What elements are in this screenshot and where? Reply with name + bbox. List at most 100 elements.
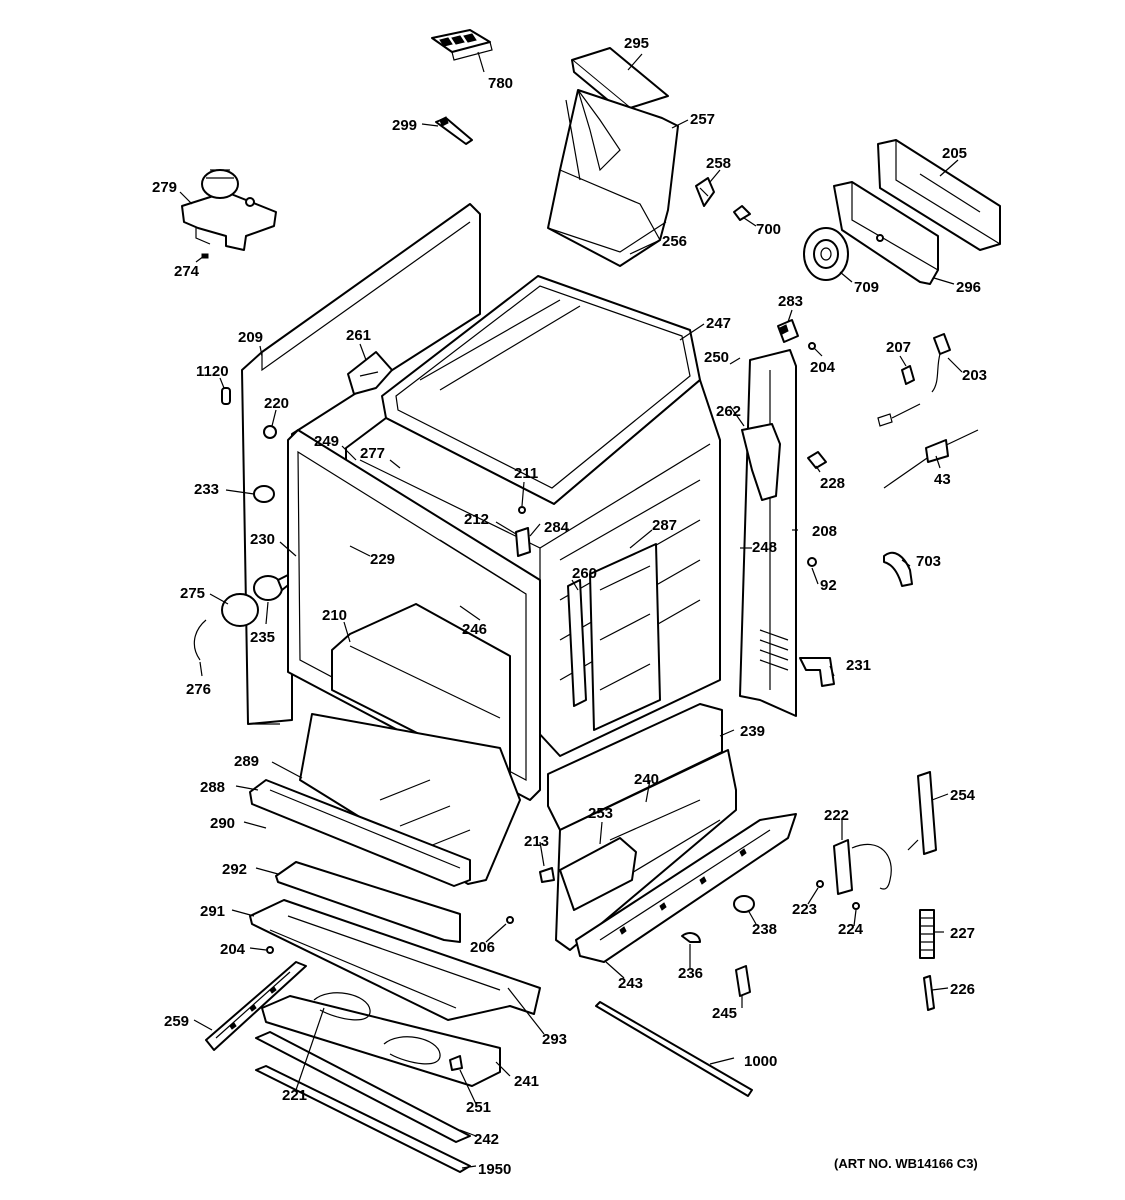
part-label-236: 236 — [678, 965, 703, 982]
part-238-grommet-drawing — [733, 895, 755, 913]
part-label-251: 251 — [466, 1099, 491, 1116]
part-label-213: 213 — [524, 833, 549, 850]
part-207-plug-drawing — [901, 365, 915, 385]
part-label-230: 230 — [250, 531, 275, 548]
part-231-bracket-drawing — [799, 657, 835, 687]
part-label-283: 283 — [778, 293, 803, 310]
part-label-292: 292 — [222, 861, 247, 878]
part-label-226: 226 — [950, 981, 975, 998]
part-43-probe-drawing — [883, 429, 979, 489]
art-number: (ART NO. WB14166 C3) — [834, 1156, 978, 1171]
part-205-shield-drawing — [877, 139, 1001, 251]
part-label-221: 221 — [282, 1087, 307, 1104]
part-label-235: 235 — [250, 629, 275, 646]
part-label-43: 43 — [934, 471, 951, 488]
part-label-211: 211 — [514, 465, 538, 482]
part-label-206: 206 — [470, 939, 495, 956]
part-label-92: 92 — [820, 577, 837, 594]
part-label-700: 700 — [756, 221, 781, 238]
part-label-256: 256 — [662, 233, 687, 250]
part-label-205: 205 — [942, 145, 967, 162]
part-label-224: 224 — [838, 921, 864, 938]
part-92-screw-drawing — [807, 557, 817, 567]
part-labels: 780 295 257 299 258 205 279 700 256 274 … — [152, 35, 987, 1178]
part-208-side-panel-drawing — [739, 349, 797, 717]
part-228-grommet-drawing — [807, 451, 827, 469]
part-291-293-drawer-drawing — [249, 899, 541, 1021]
part-label-296: 296 — [956, 279, 981, 296]
part-label-1950: 1950 — [478, 1161, 511, 1178]
part-label-277: 277 — [360, 445, 385, 462]
part-226-pin-drawing — [923, 975, 935, 1011]
part-296-shield-drawing — [833, 181, 939, 285]
part-220-drawing — [263, 425, 277, 439]
part-label-229: 229 — [370, 551, 395, 568]
part-label-275: 275 — [180, 585, 205, 602]
part-204-screw-drawing — [808, 342, 816, 350]
part-label-223: 223 — [792, 901, 817, 918]
part-label-276: 276 — [186, 681, 211, 698]
part-299-drawing — [435, 116, 473, 145]
part-label-260: 260 — [572, 565, 597, 582]
part-label-249: 249 — [314, 433, 339, 450]
part-221-bake-element-drawing — [313, 992, 441, 1065]
part-label-239: 239 — [740, 723, 765, 740]
part-245-orifice-drawing — [735, 965, 751, 997]
part-label-287: 287 — [652, 517, 677, 534]
part-label-240: 240 — [634, 771, 659, 788]
part-289-pan-drawing — [299, 713, 521, 885]
part-label-241: 241 — [514, 1073, 539, 1090]
part-label-227: 227 — [950, 925, 975, 942]
part-label-228: 228 — [820, 475, 845, 492]
part-253-bracket-drawing — [559, 837, 637, 911]
part-label-284: 284 — [544, 519, 570, 536]
part-label-291: 291 — [200, 903, 225, 920]
part-label-238: 238 — [752, 921, 777, 938]
part-label-222: 222 — [824, 807, 849, 824]
part-label-780: 780 — [488, 75, 513, 92]
part-label-242: 242 — [474, 1131, 499, 1148]
part-label-208: 208 — [812, 523, 837, 540]
part-label-254: 254 — [950, 787, 976, 804]
part-213-screw-drawing — [539, 867, 555, 883]
part-label-289: 289 — [234, 753, 259, 770]
part-279-valve-drawing — [181, 169, 277, 251]
part-292-panel-drawing — [275, 861, 461, 943]
part-254-bracket-drawing — [907, 771, 937, 855]
part-label-259: 259 — [164, 1013, 189, 1030]
leader-lines — [179, 51, 963, 1169]
part-224-screw-drawing — [852, 902, 860, 910]
part-235-bulb-drawing — [253, 573, 293, 601]
part-236-clip-drawing — [681, 932, 701, 943]
part-label-290: 290 — [210, 815, 235, 832]
part-206-screw-drawing — [506, 916, 514, 924]
part-275-lens-drawing — [221, 593, 259, 627]
part-223-screw-drawing — [816, 880, 824, 888]
part-700-clip-drawing — [733, 205, 751, 221]
part-240-panel-drawing — [555, 749, 737, 951]
part-227-spring-drawing — [919, 909, 935, 959]
part-259-rail-drawing — [205, 961, 307, 1051]
part-222-igniter-drawing — [833, 839, 892, 895]
part-label-261: 261 — [346, 327, 371, 344]
part-288-290-rail-drawing — [249, 779, 471, 887]
part-1950-trim-drawing — [255, 1065, 471, 1173]
part-label-293: 293 — [542, 1031, 567, 1048]
part-211-screw-drawing — [518, 506, 526, 514]
part-233-socket-drawing — [253, 485, 275, 503]
part-label-274: 274 — [174, 263, 200, 280]
part-284-bracket-drawing — [515, 527, 531, 557]
part-label-209: 209 — [238, 329, 263, 346]
part-label-250: 250 — [704, 349, 729, 366]
part-label-1120: 1120 — [196, 363, 229, 380]
part-label-299: 299 — [392, 117, 417, 134]
part-1000-gasket-drawing — [595, 1001, 753, 1097]
part-label-709: 709 — [854, 279, 879, 296]
part-703-clip-drawing — [883, 551, 913, 587]
part-209-side-panel-drawing — [241, 203, 481, 725]
part-label-253: 253 — [588, 805, 613, 822]
part-242-trim-drawing — [255, 1031, 471, 1143]
part-258-bracket-drawing — [695, 177, 715, 207]
part-label-231: 231 — [846, 657, 871, 674]
